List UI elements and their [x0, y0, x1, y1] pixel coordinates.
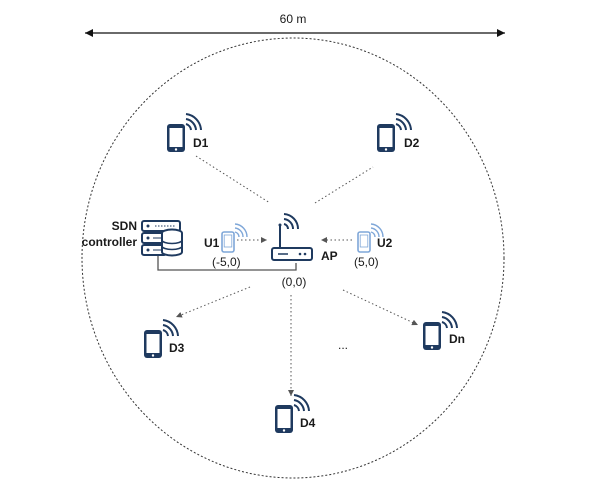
device-label-d3: D3 — [169, 341, 185, 355]
user-label-u1: U1 — [204, 236, 220, 250]
router-icon — [271, 213, 313, 261]
user-label-u2: U2 — [377, 236, 393, 250]
device-label-d4: D4 — [300, 416, 316, 430]
controller-label-line1: SDN — [112, 219, 137, 233]
ap-label: AP — [321, 249, 338, 263]
dimension-label: 60 m — [280, 12, 307, 26]
ap-coords: (0,0) — [282, 275, 307, 289]
controller-label-line2: controller — [82, 235, 138, 249]
link-d2 — [314, 166, 374, 204]
links — [175, 155, 419, 396]
user-coords-u1: (-5,0) — [212, 255, 241, 269]
user-coords-u2: (5,0) — [354, 255, 379, 269]
device-label-d2: D2 — [404, 136, 420, 150]
device-label-dn: Dn — [449, 332, 465, 346]
coverage-circle — [81, 37, 505, 479]
controller-ap-wire — [157, 256, 297, 271]
link-d1 — [195, 155, 271, 204]
device-label-d1: D1 — [193, 136, 209, 150]
user-phone-icon-u1 — [221, 223, 248, 253]
link-ap-d3 — [175, 286, 251, 318]
ellipsis: ... — [338, 338, 348, 352]
sdn-controller-icon — [141, 220, 183, 257]
link-ap-dn — [342, 289, 419, 326]
